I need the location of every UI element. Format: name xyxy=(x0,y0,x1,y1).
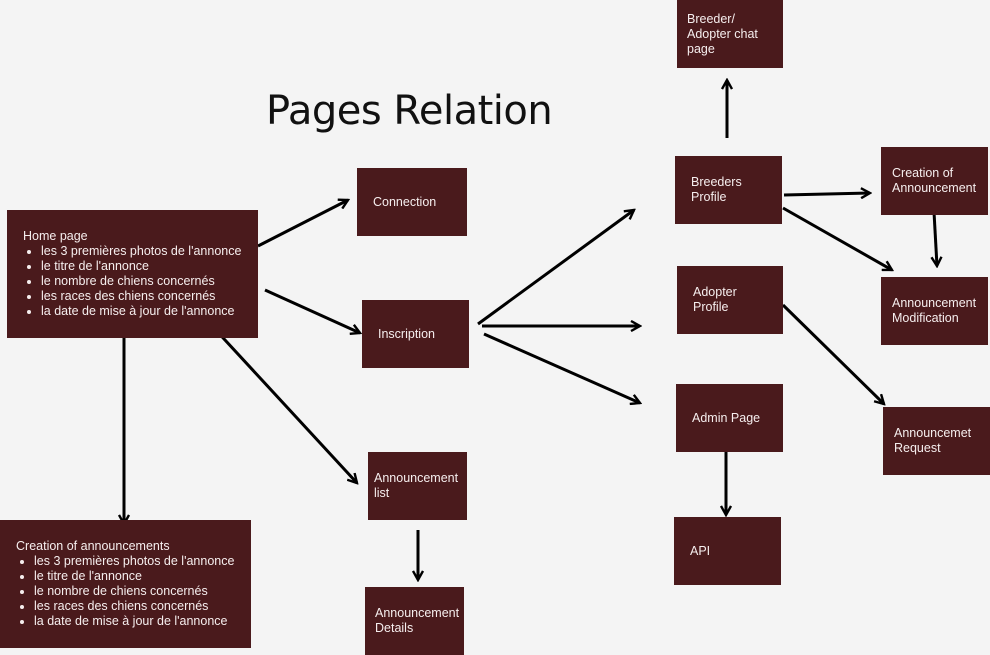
list-item: le nombre de chiens concernés xyxy=(41,274,242,289)
home-page-heading: Home page xyxy=(23,229,88,243)
list-item: les 3 premières photos de l'annonce xyxy=(41,244,242,259)
page-title: Pages Relation xyxy=(266,88,553,134)
arrow-inscription-to-admin xyxy=(483,332,640,403)
list-item: les 3 premières photos de l'annonce xyxy=(34,554,235,569)
breeder-adopter-chat-node: Breeder/ Adopter chat page xyxy=(677,0,783,68)
arrow-creation-to-modification xyxy=(934,211,937,266)
inscription-node: Inscription xyxy=(362,300,469,368)
creation-heading: Creation of announcements xyxy=(16,539,170,553)
home-page-list: les 3 premières photos de l'annonce le t… xyxy=(23,244,242,319)
admin-page-node: Admin Page xyxy=(676,384,783,452)
inscription-label: Inscription xyxy=(378,326,435,341)
adopter-profile-node: Adopter Profile xyxy=(677,266,783,334)
creation-of-announcement-node: Creation of Announcement xyxy=(881,147,988,215)
list-item: les races des chiens concernés xyxy=(34,599,235,614)
arrow-breeders-to-creation xyxy=(783,193,870,195)
arrow-home-to-connection xyxy=(257,200,348,248)
breeder-adopter-chat-label: Breeder/ Adopter chat page xyxy=(687,11,758,56)
list-item: le titre de l'annonce xyxy=(41,259,242,274)
list-item: les races des chiens concernés xyxy=(41,289,242,304)
list-item: le nombre de chiens concernés xyxy=(34,584,235,599)
announcement-list-node: Announcement list xyxy=(368,452,467,520)
arrow-inscription-to-breeders xyxy=(477,210,634,326)
breeders-profile-node: Breeders Profile xyxy=(675,156,782,224)
api-label: API xyxy=(690,543,711,558)
announcement-request-label: Announcemet Request xyxy=(894,426,972,455)
api-node: API xyxy=(674,517,781,585)
arrow-breeders-to-modification xyxy=(782,206,892,272)
breeders-profile-label: Breeders Profile xyxy=(691,175,742,204)
arrow-adopter-to-request xyxy=(781,303,884,404)
announcement-list-label: Announcement list xyxy=(374,471,459,500)
creation-of-announcements-node: Creation of announcements les 3 première… xyxy=(0,520,251,648)
creation-list: les 3 premières photos de l'annonce le t… xyxy=(16,554,235,629)
creation-of-announcement-label: Creation of Announcement xyxy=(892,166,977,195)
announcement-modification-label: Announcement Modification xyxy=(892,296,977,325)
announcement-details-node: Announcement Details xyxy=(365,587,464,655)
list-item: la date de mise à jour de l'annonce xyxy=(34,614,235,629)
connection-node: Connection xyxy=(357,168,467,236)
list-item: le titre de l'annonce xyxy=(34,569,235,584)
home-page-node: Home page les 3 premières photos de l'an… xyxy=(7,210,258,338)
connection-label: Connection xyxy=(373,194,437,209)
announcement-details-label: Announcement Details xyxy=(375,606,460,635)
adopter-profile-label: Adopter Profile xyxy=(693,285,737,314)
announcement-request-node: Announcemet Request xyxy=(883,407,990,475)
list-item: la date de mise à jour de l'annonce xyxy=(41,304,242,319)
arrow-home-to-inscription xyxy=(264,288,360,333)
admin-page-label: Admin Page xyxy=(692,410,761,425)
announcement-modification-node: Announcement Modification xyxy=(881,277,988,345)
arrow-home-to-announcement-list xyxy=(211,325,357,483)
